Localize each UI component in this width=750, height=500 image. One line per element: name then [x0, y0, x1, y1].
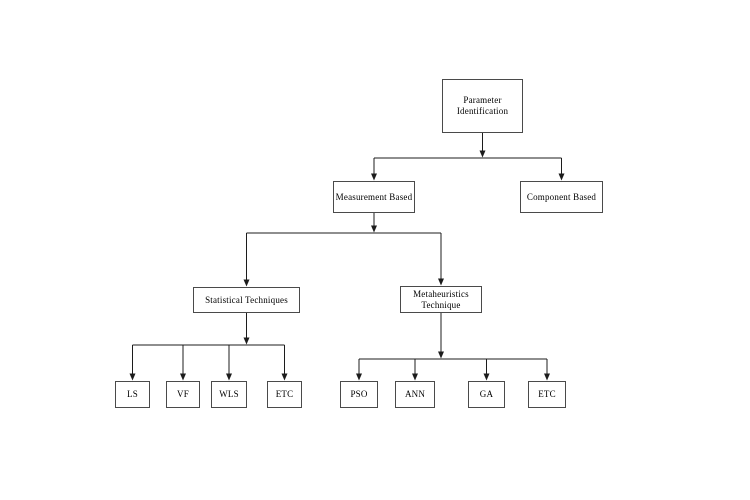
- node-label: Measurement Based: [335, 191, 413, 202]
- node-label: Statistical Techniques: [205, 294, 288, 305]
- node-vf: VF: [166, 381, 200, 408]
- node-component-based: Component Based: [520, 181, 603, 213]
- node-label: PSO: [350, 389, 368, 399]
- node-ga: GA: [468, 381, 505, 408]
- node-parameter-identification: Parameter Identification: [442, 79, 523, 133]
- node-pso: PSO: [340, 381, 378, 408]
- node-label: ETC: [275, 389, 294, 399]
- node-label: LS: [127, 389, 138, 399]
- node-label: Component Based: [526, 191, 597, 202]
- node-measurement-based: Measurement Based: [333, 181, 415, 213]
- node-ann: ANN: [395, 381, 435, 408]
- node-label: GA: [479, 389, 494, 399]
- node-label: ANN: [404, 389, 426, 399]
- node-label: VF: [177, 389, 189, 399]
- node-label: Parameter Identification: [456, 95, 509, 116]
- node-metaheuristics-technique: Metaheuristics Technique: [400, 286, 482, 313]
- node-statistical-techniques: Statistical Techniques: [193, 287, 300, 313]
- node-label: ETC: [538, 389, 556, 399]
- node-etc-metaheuristics: ETC: [528, 381, 566, 408]
- node-label: Metaheuristics Technique: [413, 288, 469, 310]
- node-ls: LS: [115, 381, 150, 408]
- node-etc-statistical: ETC: [267, 381, 302, 408]
- node-wls: WLS: [211, 381, 247, 408]
- node-label: WLS: [219, 389, 239, 399]
